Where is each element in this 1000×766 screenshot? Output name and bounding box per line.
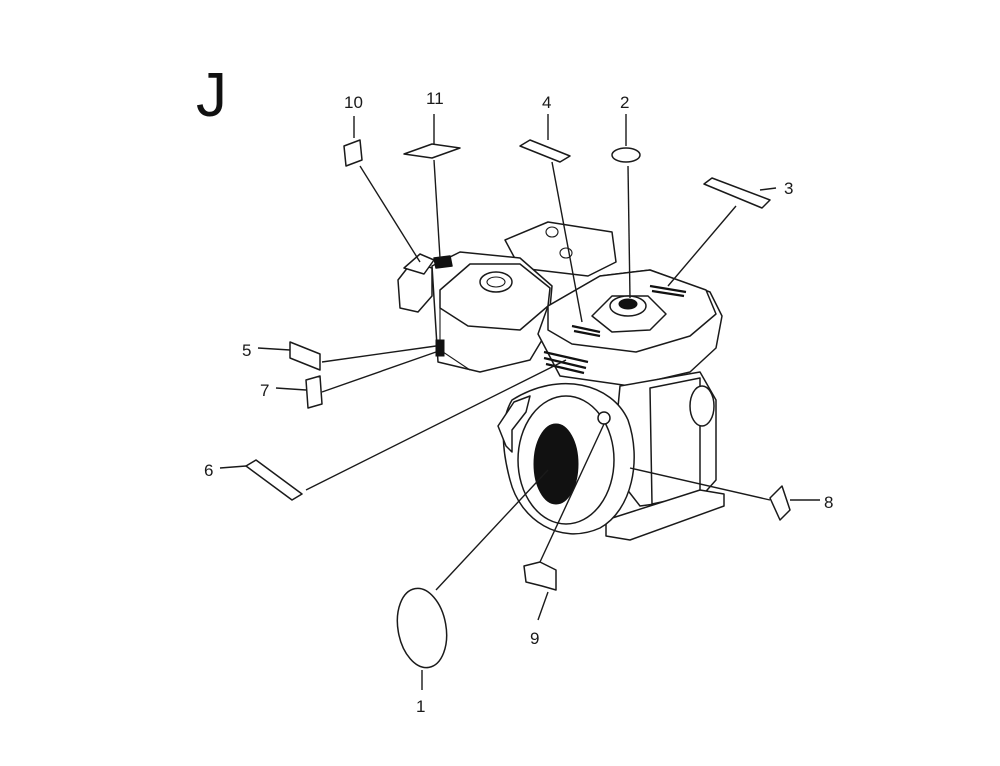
label-10-shape: [343, 139, 363, 167]
callout-2: 2: [620, 93, 629, 112]
label-3-shape: [703, 177, 771, 209]
label-9-shape: [523, 561, 557, 591]
label-5-shape: [289, 341, 321, 371]
loose-labels: [245, 139, 791, 669]
engine-illustration: [397, 221, 725, 541]
callout-numbers: 1 2 3 4 5 6 7 8 9 10 11: [204, 89, 833, 716]
callout-11: 11: [426, 89, 444, 108]
callout-8: 8: [824, 493, 833, 512]
callout-4: 4: [542, 93, 551, 112]
label-7-shape: [305, 375, 323, 409]
callout-7: 7: [260, 381, 269, 400]
callout-9: 9: [530, 629, 539, 648]
callout-6: 6: [204, 461, 213, 480]
label-2-shape: [611, 147, 641, 163]
section-letter: J: [196, 61, 227, 130]
callout-1: 1: [416, 697, 425, 716]
callout-3: 3: [784, 179, 793, 198]
label-11-shape: [403, 143, 461, 159]
callout-5: 5: [242, 341, 251, 360]
label-6-shape: [245, 459, 303, 501]
leader-lines: [219, 114, 820, 690]
label-1-shape: [396, 587, 448, 669]
label-8-shape: [769, 485, 791, 521]
callout-10: 10: [344, 93, 363, 112]
label-4-shape: [519, 139, 571, 163]
